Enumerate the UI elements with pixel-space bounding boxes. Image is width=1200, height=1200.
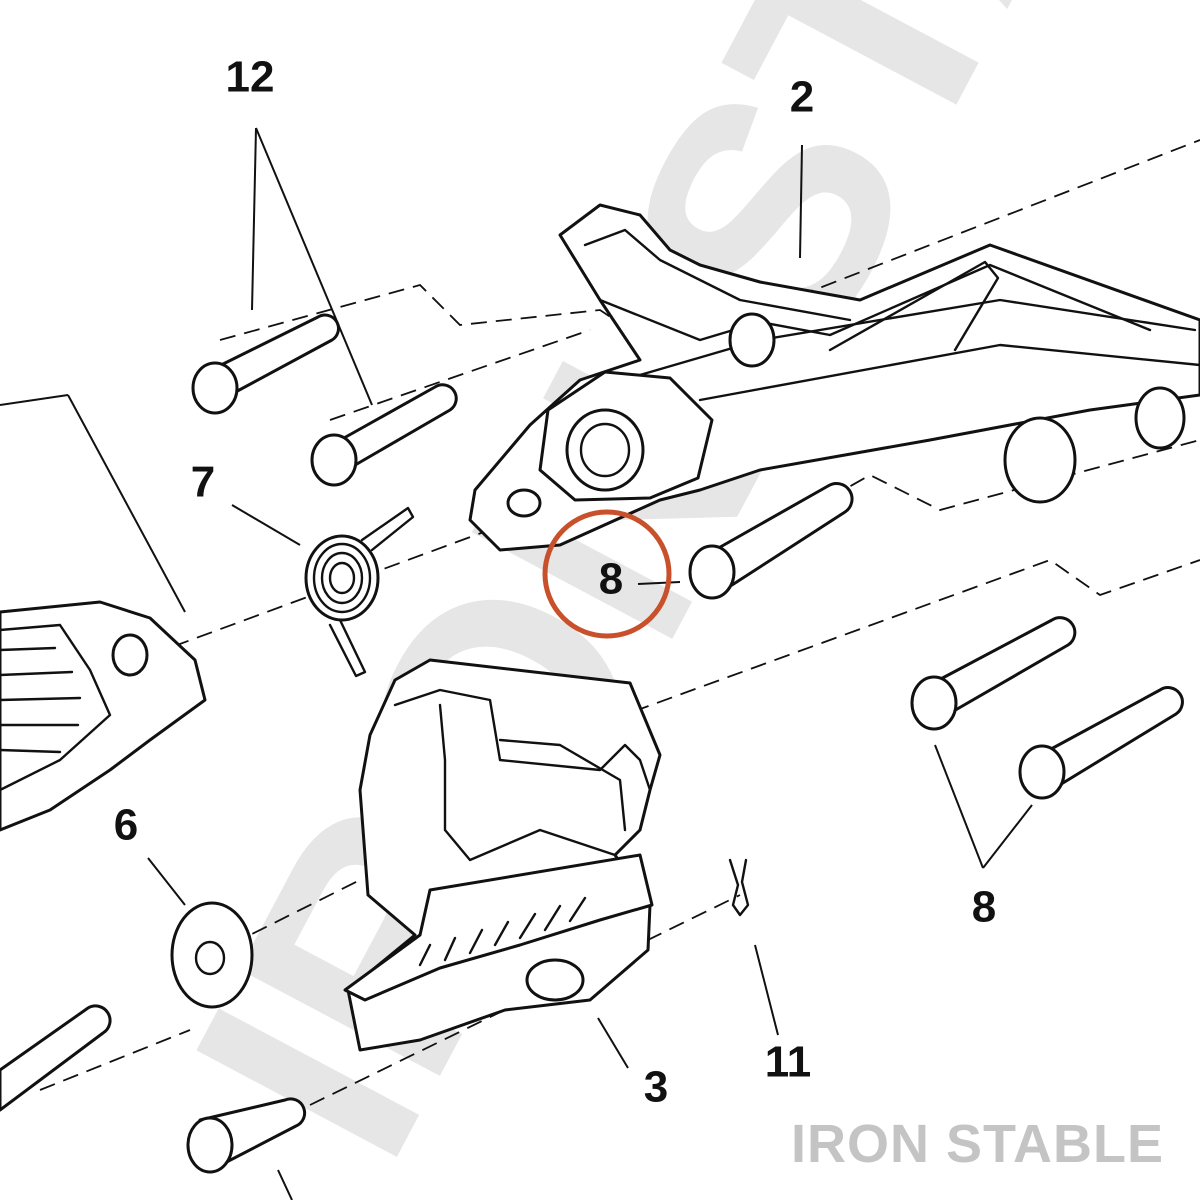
highlight-circle [542, 509, 672, 639]
brand-label: IRON STABLE [791, 1114, 1164, 1174]
footrest-part [343, 658, 662, 1052]
callout-2: 2 [790, 73, 814, 122]
callout-8-pair: 8 [972, 883, 996, 932]
lower-left-pins [0, 1004, 307, 1174]
pedal-lever-part [468, 203, 1200, 552]
callout-7: 7 [191, 458, 215, 507]
right-pin-pair [910, 616, 1184, 800]
callout-8-highlighted: 8 [599, 555, 623, 604]
washer [170, 901, 254, 1009]
leader-lines [0, 127, 1033, 1200]
callout-6: 6 [114, 801, 138, 850]
callout-11: 11 [765, 1038, 812, 1087]
left-footpeg [0, 600, 207, 832]
callout-12: 12 [226, 53, 275, 102]
retaining-clip [728, 858, 750, 917]
torsion-spring [304, 506, 415, 678]
upper-pin-pair [191, 313, 458, 487]
callout-3: 3 [644, 1063, 668, 1112]
center-pin [688, 481, 854, 600]
